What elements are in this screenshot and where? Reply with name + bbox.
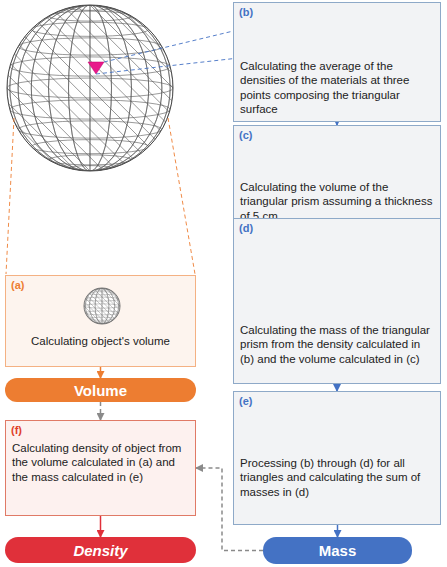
illustration-stroke [106, 288, 122, 324]
result-pill: Volume [5, 378, 196, 402]
illustration-stroke [84, 288, 120, 324]
result-pill: Mass [263, 537, 412, 564]
result-label: Mass [319, 542, 357, 559]
result-pill: Density [5, 537, 196, 563]
illustration-stroke [0, 5, 21, 171]
illustration-part [7, 5, 173, 171]
illustration-stroke [111, 288, 122, 324]
step-description: Processing (b) through (d) for all trian… [240, 456, 434, 499]
illustration-stroke [82, 288, 122, 324]
illustration-stroke [21, 5, 187, 171]
step-letter: (d) [239, 222, 253, 234]
illustration-stroke [0, 5, 7, 171]
step-letter: (e) [239, 395, 252, 407]
illustration-stroke [97, 288, 122, 324]
illustration-stroke [83, 288, 119, 324]
process-box: (b) Calculating the average of the densit… [233, 2, 441, 122]
process-box: (f) Calculating density of object from th… [5, 420, 196, 516]
illustration-stroke [115, 288, 122, 324]
illustration-part [6, 118, 14, 274]
process-box: (e) Processing (b) through (d) for all tr… [233, 391, 441, 525]
illustration-stroke [0, 5, 62, 171]
illustration-stroke [82, 288, 102, 324]
illustration-stroke [82, 288, 89, 324]
step-letter: (f) [11, 424, 22, 436]
step-description: Calculating object's volume [12, 334, 189, 348]
flow-arrow [337, 525, 339, 537]
illustration-stroke [49, 5, 215, 171]
flow-arrow [336, 384, 338, 391]
illustration-stroke [120, 288, 122, 324]
illustration-stroke [0, 5, 118, 171]
step-description: Calculating the average of the densities… [240, 59, 434, 117]
flow-arrow [100, 402, 102, 420]
small-sphere [82, 286, 122, 326]
flow-arrow [100, 516, 102, 537]
illustration-stroke [0, 5, 145, 171]
illustration-stroke [62, 5, 228, 171]
process-box: (a) Calculating object's volume [5, 275, 196, 367]
illustration-part [88, 62, 104, 74]
illustration-stroke [7, 5, 173, 171]
illustration-stroke [82, 288, 116, 324]
zoom-lines [6, 118, 195, 274]
flow-arrow [100, 367, 102, 378]
result-label: Volume [74, 382, 127, 399]
illustration-stroke [82, 288, 98, 324]
illustration-stroke [0, 5, 159, 171]
process-box: (d) Calculating the mass of the triangula… [233, 218, 441, 384]
illustration-stroke [88, 288, 122, 324]
process-box: (c) Calculating the volume of the triangu… [233, 125, 441, 229]
step-description: Calculating density of object from the v… [12, 441, 189, 484]
step-letter: (b) [239, 6, 253, 18]
illustration-stroke [0, 5, 132, 171]
illustration-stroke [84, 288, 120, 324]
illustration-stroke [0, 5, 104, 171]
result-label: Density [73, 542, 127, 559]
illustration-part [168, 118, 195, 274]
step-letter: (c) [239, 129, 252, 141]
step-description: Calculating the mass of the triangular p… [240, 323, 434, 366]
step-letter: (a) [11, 279, 24, 291]
illustration-stroke [76, 5, 242, 171]
illustration-stroke [35, 5, 201, 171]
illustration-stroke [0, 5, 35, 171]
illustration-stroke [7, 5, 173, 171]
illustration-stroke [82, 288, 93, 324]
step-description: Calculating the volume of the triangular… [240, 180, 434, 223]
illustration-stroke [82, 288, 84, 324]
